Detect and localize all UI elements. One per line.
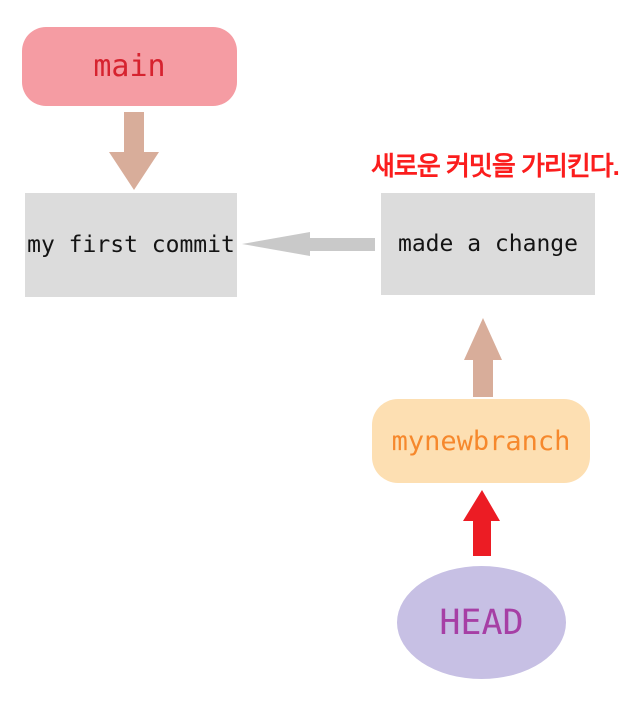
arrow-up-red-icon (463, 490, 500, 556)
branch-node-main-label: main (93, 49, 166, 84)
branch-node-main: main (22, 27, 237, 106)
commit-node-first-commit: my first commit (25, 193, 237, 297)
branch-node-mynewbranch-label: mynewbranch (391, 425, 571, 457)
commit-node-made-change: made a change (381, 193, 595, 295)
head-pointer-node-label: HEAD (439, 602, 524, 643)
arrow-down-icon (109, 112, 159, 190)
branch-node-mynewbranch: mynewbranch (372, 399, 590, 483)
arrow-left-icon (242, 232, 375, 256)
arrow-up-icon (464, 318, 502, 397)
commit-node-made-change-label: made a change (397, 231, 578, 257)
annotation-korean: 새로운 커밋을 가리킨다. (371, 151, 620, 181)
commit-node-first-commit-label: my first commit (27, 232, 235, 258)
head-pointer-node: HEAD (397, 566, 566, 679)
